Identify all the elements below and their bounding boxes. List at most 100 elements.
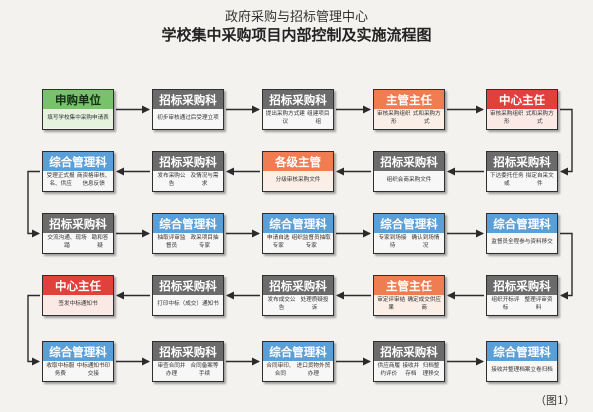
flow-node-r4-c3: 招标采购科发布成交公告处理质疑投诉 — [262, 275, 334, 316]
flow-node-r4-c4: 主管主任审定评审结果确定成交供应商 — [373, 275, 445, 316]
node-description: 签发中标通知书 — [43, 295, 113, 314]
node-description-line: 抽取评审监督员 — [157, 235, 186, 249]
node-description: 审核采购组织形式和采购方式 — [487, 109, 557, 128]
flow-node-r2-c4: 招标采购科组织会商采购文件 — [373, 151, 445, 192]
node-description-line: 立卷归档 — [530, 366, 553, 373]
flow-node-r4-c2: 招标采购科打印中标（成交）通知书 — [152, 275, 224, 316]
flow-node-r4-c1: 中心主任签发中标通知书 — [42, 275, 114, 316]
node-description: 审查合同并办理合同备案等手续 — [153, 361, 223, 380]
node-description-line: 确认到场情况 — [411, 235, 440, 249]
node-description-line: 填写学校集中采 — [47, 114, 87, 121]
node-description-line: 商资格审核、信息反馈 — [76, 173, 111, 187]
node-description-line: 供应商履约评价 — [377, 363, 401, 377]
node-description-line: 合同备案等手续 — [190, 363, 219, 377]
node-description-line: 接收并存档 — [402, 363, 420, 377]
node-description-line: 交流沟通、现场踏 — [47, 235, 87, 249]
node-title: 招标采购科 — [153, 276, 223, 295]
node-description-line: 提出采购方式建议 — [265, 111, 305, 125]
node-title: 招标采购科 — [487, 276, 557, 295]
node-title: 综合管理科 — [487, 342, 557, 361]
node-title: 招标采购科 — [153, 152, 223, 171]
node-description: 组织会商采购文件 — [374, 171, 444, 190]
node-description: 组织开标评标整理评审资料 — [487, 295, 557, 314]
node-description-line: 进口货物外贸办理 — [296, 363, 331, 377]
node-description: 受理正式报名、供应商资格审核、信息反馈 — [43, 171, 113, 190]
node-description-line: 收取中标服务费 — [46, 363, 75, 377]
flow-node-r1-c3: 招标采购科提出采购方式建议组建项目组 — [262, 89, 334, 130]
node-title: 招标采购科 — [153, 342, 223, 361]
node-description-line: 与资料移交 — [524, 238, 553, 245]
node-title: 招标采购科 — [374, 152, 444, 171]
node-description: 发布成交公告处理质疑投诉 — [263, 295, 333, 314]
node-title: 综合管理科 — [43, 152, 113, 171]
flow-node-r2-c2: 招标采购科发布采购公告及情况与需求 — [152, 151, 224, 192]
row-connector-arrow — [27, 170, 40, 238]
node-title: 综合管理科 — [487, 214, 557, 233]
node-title: 中心主任 — [43, 276, 113, 295]
node-description: 分级审核采购文件 — [263, 171, 333, 190]
flow-node-r1-c5: 中心主任审核采购组织形式和采购方式 — [486, 89, 558, 130]
node-description-line: 发布采购公告 — [157, 173, 186, 187]
node-description-line: 审核采购组织形 — [376, 111, 411, 125]
flow-node-r3-c2: 综合管理科抽取评审监督员政采项目抽专家 — [152, 213, 224, 254]
node-description-line: 打印中标（成交） — [157, 300, 202, 307]
node-description: 专家到场接待确认到场情况 — [374, 233, 444, 252]
node-title: 招标采购科 — [487, 152, 557, 171]
flow-node-r3-c4: 综合管理科专家到场接待确认到场情况 — [373, 213, 445, 254]
node-description-line: 式和采购方式 — [525, 111, 554, 125]
node-description-line: 组织会商 — [386, 176, 409, 183]
node-title: 主管主任 — [374, 276, 444, 295]
flow-node-r5-c4: 招标采购科供应商履约评价接收并存档归档整理移交 — [373, 341, 445, 382]
node-title: 招标采购科 — [374, 342, 444, 361]
node-description-line: 政采项目抽专家 — [190, 235, 219, 249]
node-description: 发布采购公告及情况与需求 — [153, 171, 223, 190]
flow-node-r3-c5: 综合管理科监督员全程参与资料移交 — [486, 213, 558, 254]
node-title: 招标采购科 — [263, 276, 333, 295]
node-description: 交流沟通、现场踏勘和答疑 — [43, 233, 113, 252]
node-title: 申购单位 — [43, 90, 113, 109]
flow-node-r2-c5: 招标采购科下达委托任务或拟定自采文件 — [486, 151, 558, 192]
node-description-line: 初步审核 — [157, 114, 180, 121]
flow-node-r5-c3: 综合管理科合同审印、合同进口货物外贸办理 — [262, 341, 334, 382]
node-description-line: 监督员全程参 — [491, 238, 525, 245]
flow-node-r5-c1: 综合管理科收取中标服务费中标通知书印交接 — [42, 341, 114, 382]
node-description: 提出采购方式建议组建项目组 — [263, 109, 333, 128]
node-title: 综合管理科 — [374, 214, 444, 233]
node-title: 综合管理科 — [43, 342, 113, 361]
flow-node-r2-c3: 各级主管分级审核采购文件 — [262, 151, 334, 192]
diagram-title: 学校集中采购项目内部控制及实施流程图 — [161, 26, 432, 44]
flow-node-r1-c4: 主管主任审核采购组织形式和采购方式 — [373, 89, 445, 130]
node-description-line: 审核采购组织形 — [489, 111, 524, 125]
node-description-line: 购申请表 — [86, 114, 109, 121]
flow-node-r5-c5: 综合管理科接收并整理档案立卷归档 — [486, 341, 558, 382]
node-title: 中心主任 — [487, 90, 557, 109]
node-title: 招标采购科 — [43, 214, 113, 233]
node-description-line: 审定评审结果 — [377, 297, 406, 311]
node-description: 填写学校集中采购申请表 — [43, 109, 113, 128]
node-description-line: 组织开标评标 — [491, 297, 520, 311]
node-description: 收取中标服务费中标通知书印交接 — [43, 361, 113, 380]
flow-node-r5-c2: 招标采购科审查合同并办理合同备案等手续 — [152, 341, 224, 382]
node-description-line: 确定成交供应商 — [407, 297, 442, 311]
diagram-subtitle: 政府采购与招标管理中心 — [224, 10, 368, 25]
node-description-line: 及情况与需求 — [190, 173, 219, 187]
flow-node-r3-c1: 招标采购科交流沟通、现场踏勘和答疑 — [42, 213, 114, 254]
flow-node-r1-c1: 申购单位填写学校集中采购申请表 — [42, 89, 114, 130]
node-description: 接收并整理档案立卷归档 — [487, 361, 557, 380]
node-description-line: 签发中标通知书 — [58, 300, 98, 307]
node-title: 综合管理科 — [263, 342, 333, 361]
node-description-line: 审查合同并办理 — [157, 363, 186, 377]
node-description-line: 组建项目组 — [307, 111, 330, 125]
node-description: 打印中标（成交）通知书 — [153, 295, 223, 314]
flow-node-r3-c3: 综合管理科申请自选专家组织监督员抽取专家 — [262, 213, 334, 254]
node-description: 合同审印、合同进口货物外贸办理 — [263, 361, 333, 380]
node-title: 各级主管 — [263, 152, 333, 171]
node-description-line: 中标通知书印交接 — [76, 363, 111, 377]
node-description-line: 采购文件 — [409, 176, 432, 183]
node-description-line: 整理评审资料 — [524, 297, 553, 311]
node-description: 抽取评审监督员政采项目抽专家 — [153, 233, 223, 252]
node-description-line: 拟定自采文件 — [525, 173, 554, 187]
node-description: 初步审核通过后受理立项 — [153, 109, 223, 128]
flow-node-r1-c2: 招标采购科初步审核通过后受理立项 — [152, 89, 224, 130]
